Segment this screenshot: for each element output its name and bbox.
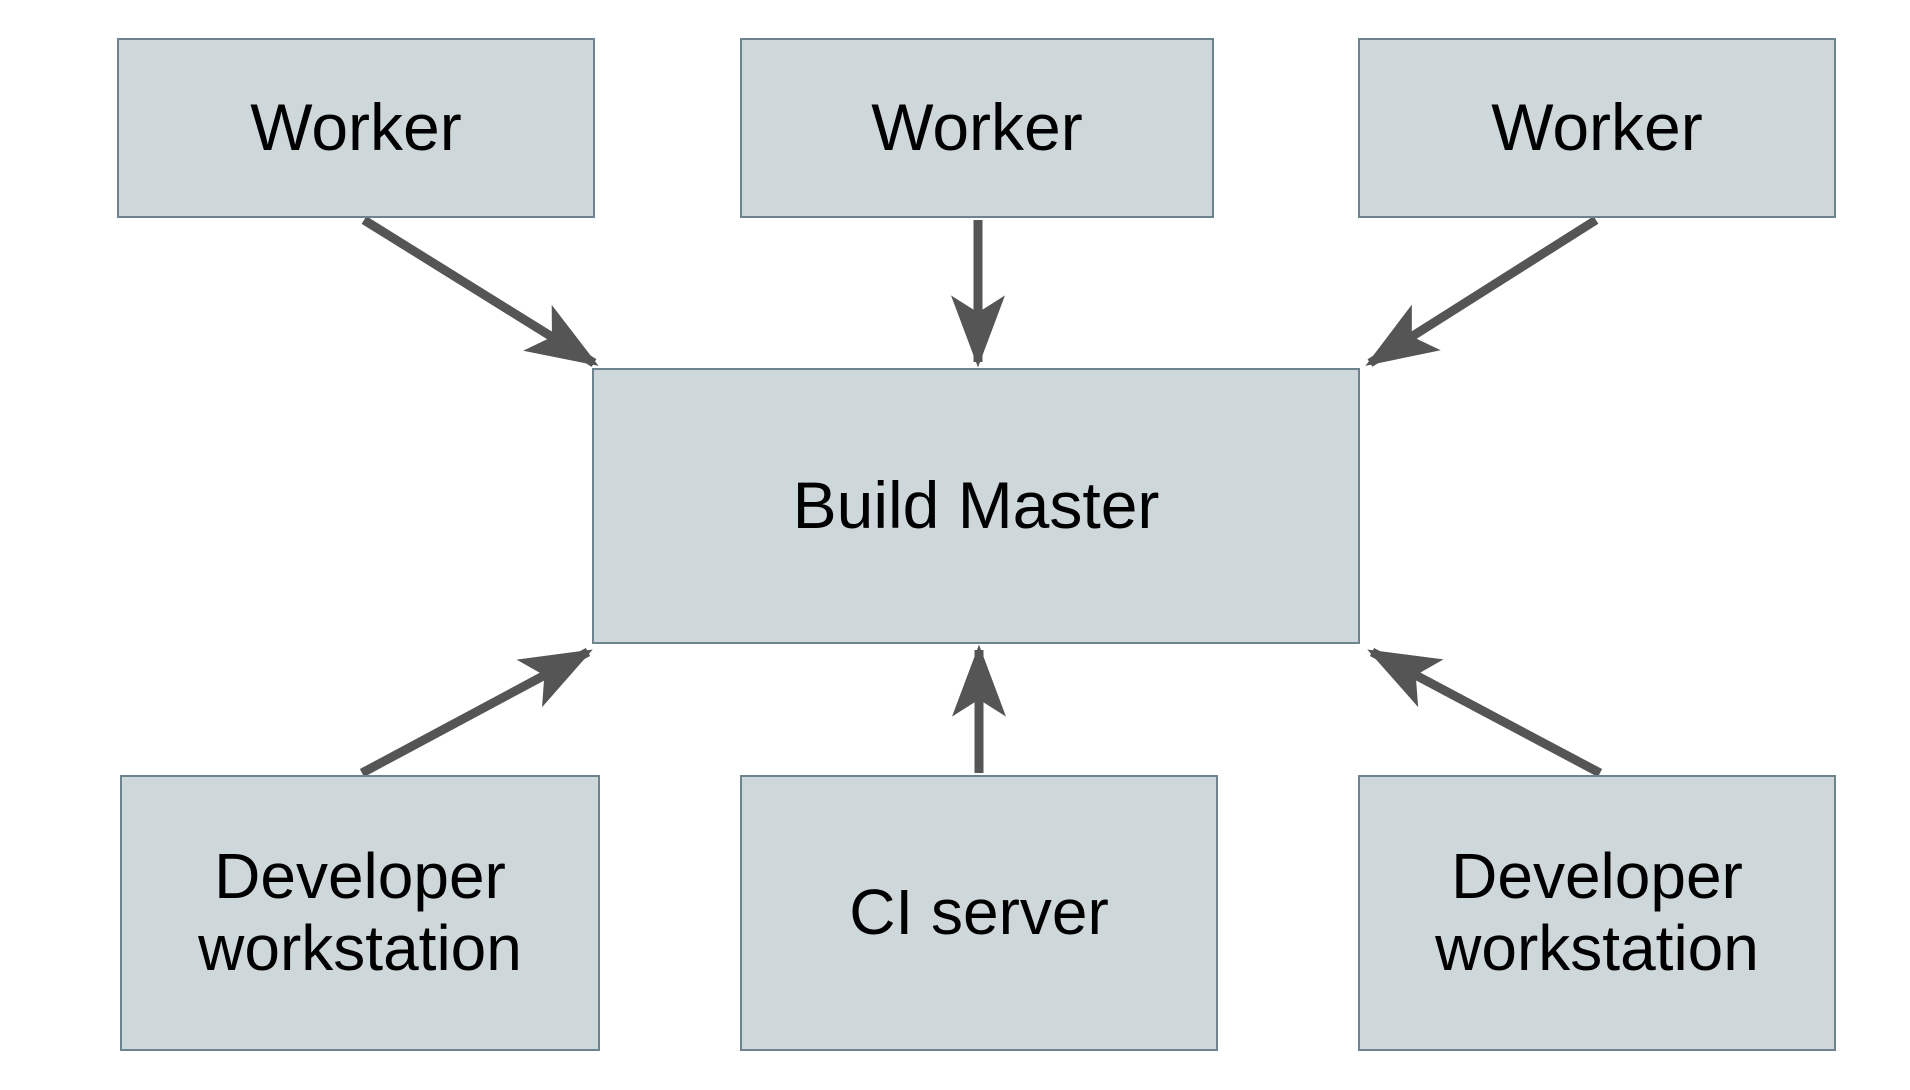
node-ci-server-label: CI server <box>849 876 1109 949</box>
node-worker-2[interactable]: Worker <box>740 38 1214 218</box>
node-ci-server[interactable]: CI server <box>740 775 1218 1051</box>
edge-worker3-to-master <box>1365 216 1599 367</box>
node-worker-3-label: Worker <box>1491 90 1703 165</box>
node-developer-workstation-left-label: Developer workstation <box>198 840 522 984</box>
node-developer-workstation-right[interactable]: Developer workstation <box>1358 775 1836 1051</box>
edge-worker1-to-master <box>361 216 599 367</box>
node-build-master[interactable]: Build Master <box>592 368 1360 644</box>
node-worker-3[interactable]: Worker <box>1358 38 1836 218</box>
node-worker-2-label: Worker <box>871 90 1083 165</box>
node-worker-1-label: Worker <box>250 90 462 165</box>
edge-devleft-to-master <box>359 648 593 777</box>
node-developer-workstation-right-label: Developer workstation <box>1435 840 1759 984</box>
node-worker-1[interactable]: Worker <box>117 38 595 218</box>
edge-devright-to-master <box>1367 648 1603 777</box>
node-build-master-label: Build Master <box>792 468 1160 543</box>
node-developer-workstation-left[interactable]: Developer workstation <box>120 775 600 1051</box>
